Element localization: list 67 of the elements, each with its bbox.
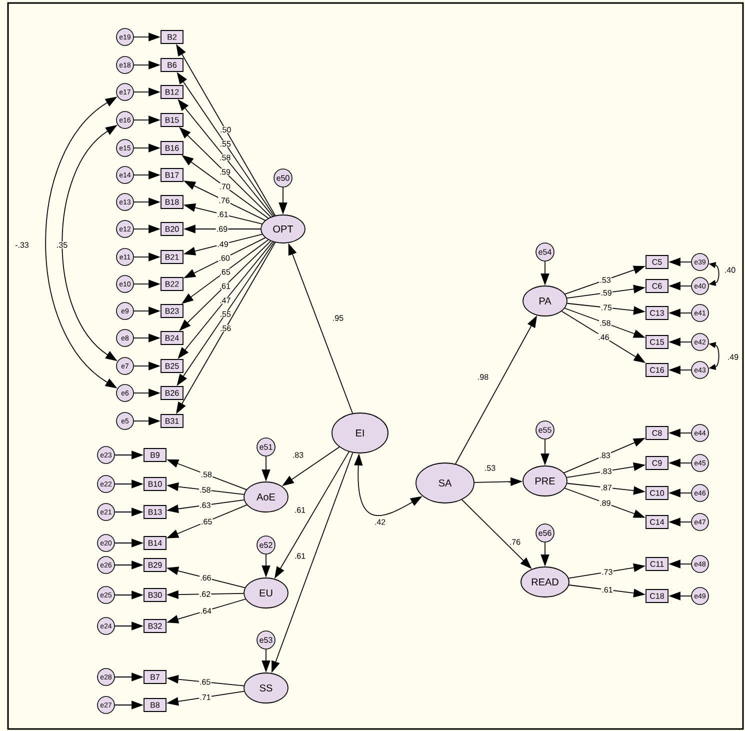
edge-label: .61 [218,282,232,290]
edge-label: .70 [218,183,231,190]
edge-label: -.33 [14,242,30,248]
indicator-box: B17 [160,168,184,182]
edge-label: .58 [599,320,612,326]
edge-label: .53 [599,276,612,284]
indicator-box: B10 [144,477,166,491]
edge-label: .89 [599,500,612,506]
indicator-box: C9 [646,456,668,470]
indicator-box: B29 [144,558,166,572]
indicator-box: C14 [646,515,668,529]
edge-label: .69 [216,226,228,232]
edge-label: .65 [218,268,231,276]
indicator-box: B7 [144,670,166,684]
indicator-box: B13 [144,505,166,519]
indicator-box: C5 [646,255,668,269]
indicator-box: C16 [646,363,668,377]
indicator-box: B24 [160,331,184,345]
edge-label: .47 [218,297,232,304]
edge-label: .61 [294,506,306,514]
edge-label: .58 [218,154,232,161]
edge-label: .40 [724,266,736,274]
edge-label: .83 [292,452,304,458]
indicator-box: C6 [646,279,668,293]
indicator-box: B26 [160,386,184,400]
edge-label: .73 [600,568,614,576]
edge-label: .95 [332,314,344,322]
edge-label: .65 [200,518,213,526]
edge-label: .58 [200,471,213,478]
indicator-box: B32 [144,619,166,633]
edge-label: .49 [726,354,740,360]
indicator-box: B15 [160,113,184,127]
edge-label: .65 [198,678,212,686]
edge-label: .61 [294,552,306,560]
indicator-box: B23 [160,304,184,318]
indicator-box: B8 [144,698,166,712]
indicator-box: B22 [160,277,184,291]
indicator-box: B6 [160,58,184,72]
indicator-box: B21 [160,250,184,264]
edge-label: .75 [600,304,613,311]
edge-label: .46 [598,334,610,341]
edge-label: .42 [374,518,386,526]
indicator-box: B2 [160,30,184,44]
edge-label: .53 [484,464,496,472]
indicator-box: C8 [646,426,668,440]
indicator-box: C11 [646,557,668,571]
edge-label: .87 [600,484,613,491]
indicator-box: B14 [144,536,166,550]
indicator-box: B18 [160,195,184,209]
edge-label: .59 [218,168,232,176]
indicator-box: B20 [160,222,184,236]
edge-label: .35 [56,242,68,248]
edge-label: .60 [218,254,230,262]
edge-label: .98 [476,374,490,380]
edge-label: .83 [600,468,612,475]
indicator-box: B16 [160,141,184,155]
indicator-box: B12 [160,85,184,99]
indicator-box: B25 [160,359,184,373]
edge-label: .62 [198,590,212,598]
indicator-box: B9 [144,448,166,462]
indicator-box: B31 [160,414,184,428]
indicator-box: C13 [646,306,668,320]
edge-label: .76 [508,538,522,546]
indicator-box: B30 [144,588,166,602]
indicator-box: C10 [646,486,668,500]
indicator-box: C15 [646,335,668,349]
indicator-box: C18 [646,589,668,603]
